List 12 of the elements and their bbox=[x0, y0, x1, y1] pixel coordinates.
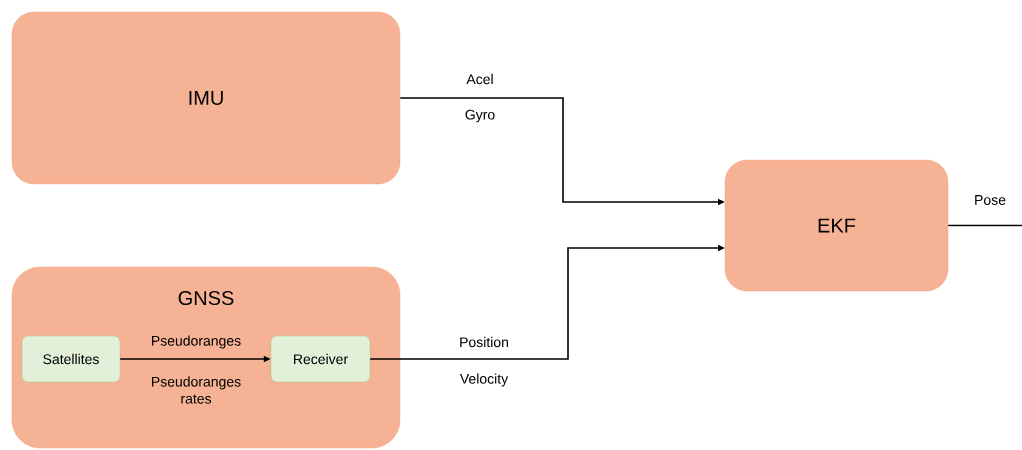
component-box: Satellites bbox=[21, 335, 121, 383]
signal-label: Velocity bbox=[459, 373, 509, 387]
process-box: IMU bbox=[11, 11, 401, 185]
component-box: Receiver bbox=[270, 335, 371, 383]
edge-label: Pose bbox=[975, 195, 1006, 205]
connector-line bbox=[947, 224, 1022, 227]
edge-label: Pseudoranges bbox=[152, 335, 241, 349]
signal-label: Gyro bbox=[465, 109, 495, 123]
edge-label: Acel bbox=[466, 73, 493, 85]
process-box: EKF bbox=[724, 159, 949, 292]
edge-label: Position bbox=[460, 336, 508, 348]
signal-label: Pseudoranges rates bbox=[152, 376, 241, 404]
